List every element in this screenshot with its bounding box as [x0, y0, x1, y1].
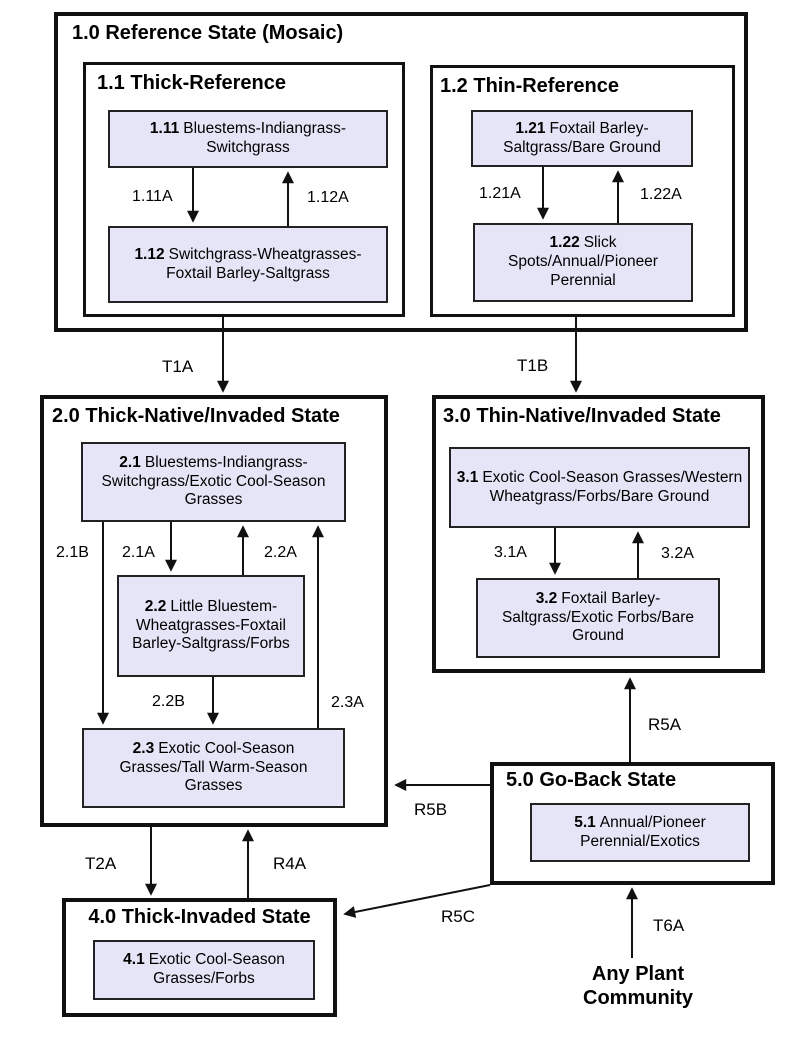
community-name: Bluestems-Indiangrass-Switchgrass/Exotic…: [101, 453, 326, 509]
community-id: 2.2: [144, 597, 167, 615]
state-title-5-0: 5.0 Go-Back State: [506, 769, 677, 791]
community-id: 1.21: [515, 119, 546, 137]
state-title-3-0: 3.0 Thin-Native/Invaded State: [443, 405, 721, 427]
pathway-label-2-1b: 2.1B: [56, 544, 89, 561]
community-name: Annual/Pioneer Perennial/Exotics: [580, 813, 706, 850]
community-id: 2.1: [119, 453, 141, 471]
community-id: 3.2: [535, 589, 558, 607]
community-name: Exotic Cool-Season Grasses/Forbs: [148, 951, 285, 987]
pathway-label-2-2a: 2.2A: [264, 544, 297, 561]
community-id: 1.22: [549, 234, 580, 252]
community-name: Bluestems-Indiangrass-Switchgrass: [183, 120, 347, 156]
community-name: Slick Spots/Annual/Pioneer Perennial: [508, 234, 658, 289]
community-name: Foxtail Barley-Saltgrass/Bare Ground: [503, 119, 661, 156]
substate-title-1-1: 1.1 Thick-Reference: [97, 72, 286, 94]
transition-label-r4a: R4A: [273, 854, 307, 873]
community-id: 5.1: [574, 813, 596, 831]
substate-title-1-2: 1.2 Thin-Reference: [440, 75, 619, 97]
transition-label-t1b: T1B: [517, 356, 549, 375]
pathway-label-1-11a: 1.11A: [132, 188, 173, 205]
pathway-label-3-1a: 3.1A: [494, 544, 527, 561]
community-id: 1.11: [149, 120, 180, 138]
community-id: 4.1: [123, 951, 145, 969]
pathway-label-2-1a: 2.1A: [122, 544, 155, 561]
pathway-label-3-2a: 3.2A: [661, 545, 694, 562]
state-title-4-0: 4.0 Thick-Invaded State: [88, 906, 311, 928]
transition-label-r5b: R5B: [414, 800, 448, 819]
community-name: Foxtail Barley-Saltgrass/Exotic Forbs/Ba…: [501, 589, 695, 645]
pathway-label-1-22a: 1.22A: [640, 186, 682, 203]
community-id: 3.1: [456, 468, 479, 486]
community-name: Exotic Cool-Season Grasses/Western Wheat…: [482, 468, 743, 505]
state-title-2-0: 2.0 Thick-Native/Invaded State: [52, 405, 340, 427]
community-name: Little Bluestem-Wheatgrasses-Foxtail Bar…: [132, 597, 290, 653]
pathway-label-2-3a: 2.3A: [331, 694, 364, 711]
community-name: Exotic Cool-Season Grasses/Tall Warm-Sea…: [119, 739, 308, 795]
transition-label-t1a: T1A: [162, 357, 194, 376]
transition-label-r5a: R5A: [648, 715, 682, 734]
community-id: 1.12: [134, 245, 165, 263]
pathway-label-1-21a: 1.21A: [479, 185, 521, 202]
any-plant-community-label: Any Plant Community: [583, 963, 693, 1009]
transition-label-r5c: R5C: [441, 907, 476, 926]
pathway-label-1-12a: 1.12A: [307, 189, 349, 206]
state-title-1-0: 1.0 Reference State (Mosaic): [72, 22, 344, 44]
transition-label-t6a: T6A: [653, 916, 685, 935]
community-id: 2.3: [132, 739, 155, 757]
community-name: Switchgrass-Wheatgrasses-Foxtail Barley-…: [166, 245, 362, 282]
pathway-label-2-2b: 2.2B: [152, 693, 185, 710]
transition-label-t2a: T2A: [85, 854, 117, 873]
